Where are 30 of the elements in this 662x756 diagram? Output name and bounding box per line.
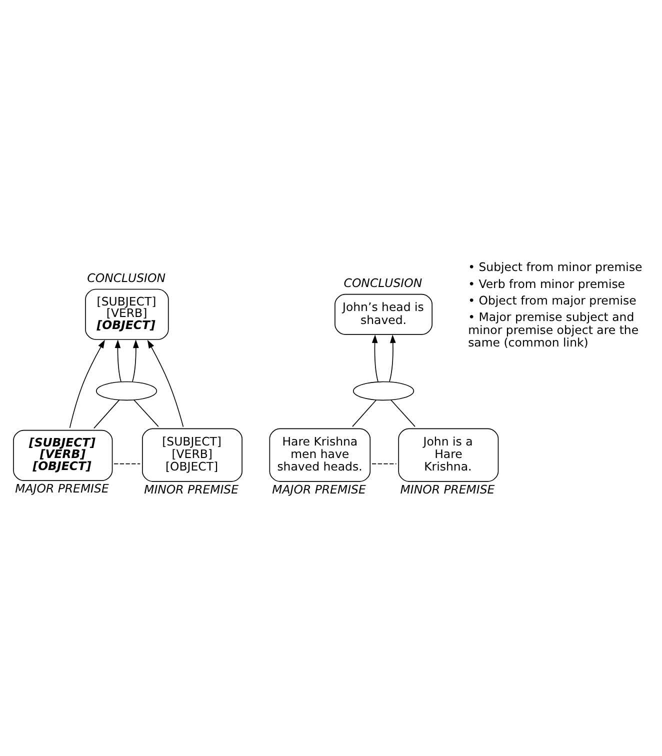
connector: [372, 463, 397, 464]
label: • Subject from minor premise: [468, 260, 642, 274]
arrow: [372, 334, 378, 382]
node-label: CONCLUSION: [87, 270, 166, 285]
node-ellipse: [96, 381, 158, 401]
connector: [352, 400, 377, 427]
label: • Verb from minor premise: [468, 276, 626, 291]
node-ellipse: [352, 381, 414, 401]
node-box: [SUBJECT] [VERB] [OBJECT]: [142, 428, 242, 482]
node-label: CONCLUSION: [344, 276, 422, 290]
node-label: MAJOR PREMISE: [272, 482, 366, 496]
node-box: [SUBJECT] [VERB] [OBJECT]: [85, 288, 169, 340]
connector: [134, 400, 159, 427]
node-label: MAJOR PREMISE: [15, 481, 109, 496]
label: • Object from major premise: [468, 293, 636, 308]
node-box: John is a Hare Krishna.: [398, 428, 499, 482]
connector: [390, 400, 416, 427]
node-label: MINOR PREMISE: [144, 482, 239, 496]
arrow: [389, 334, 396, 382]
arrow: [114, 340, 122, 382]
arrow: [69, 340, 105, 428]
node-box: [SUBJECT] [VERB] [OBJECT]: [13, 430, 113, 481]
arrow: [147, 340, 184, 428]
connector: [114, 463, 141, 464]
connector: [94, 400, 120, 429]
node-box: Hare Krishna men have shaved heads.: [269, 428, 371, 482]
arrow: [132, 340, 139, 382]
label: • Major premise subject and minor premise object are the same (common link): [468, 310, 639, 350]
node-box: John’s head is shaved.: [334, 294, 433, 335]
node-label: MINOR PREMISE: [400, 482, 495, 496]
